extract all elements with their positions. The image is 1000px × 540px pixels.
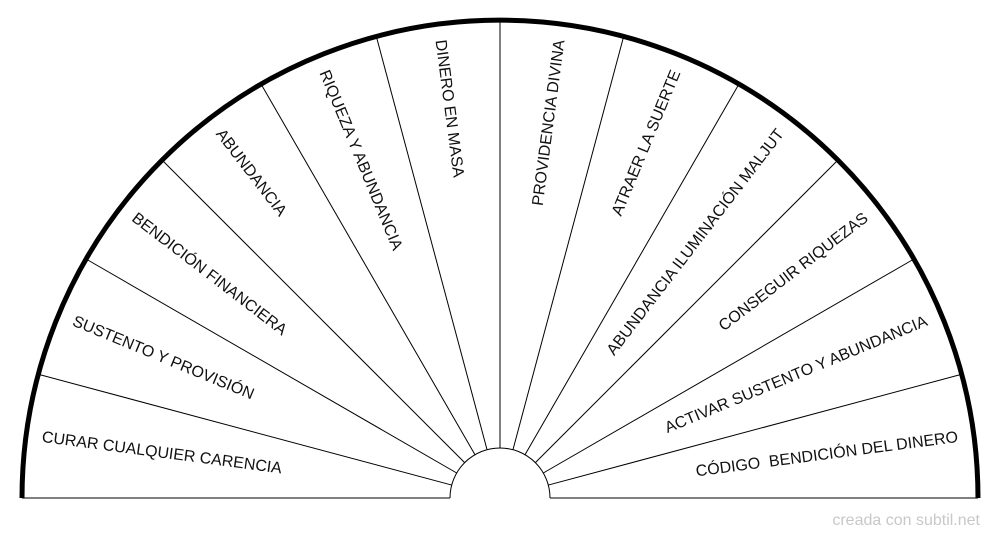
sector-label: CONSEGUIR RIQUEZAS bbox=[716, 210, 872, 335]
outer-arc bbox=[19, 17, 981, 499]
watermark: creada con subtil.net bbox=[832, 512, 980, 529]
inner-semicircle bbox=[449, 447, 551, 499]
sector-divider bbox=[535, 159, 839, 463]
sector-divider bbox=[260, 83, 476, 455]
sector-label: PROVIDENCIA DIVINA bbox=[530, 38, 569, 206]
sector-divider bbox=[38, 373, 452, 486]
sector-divider bbox=[512, 36, 625, 450]
sector-divider bbox=[543, 258, 915, 474]
sector-divider bbox=[375, 36, 488, 450]
sector-dividers bbox=[38, 20, 962, 486]
sector-divider bbox=[161, 159, 465, 463]
sector-label: ABUNDANCIA bbox=[212, 126, 290, 220]
sector-label: BENDICIÓN FINANCIERA bbox=[128, 208, 291, 339]
sector-divider bbox=[524, 83, 740, 455]
sector-label: CURAR CUALQUIER CARENCIA bbox=[41, 429, 283, 477]
sector-divider bbox=[85, 258, 457, 474]
sector-label: SUSTENTO Y PROVISIÓN bbox=[70, 311, 257, 403]
sector-divider bbox=[548, 373, 962, 486]
sector-label: ATRAER LA SUERTE bbox=[609, 68, 684, 219]
sector-label: DINERO EN MASA bbox=[432, 39, 467, 179]
